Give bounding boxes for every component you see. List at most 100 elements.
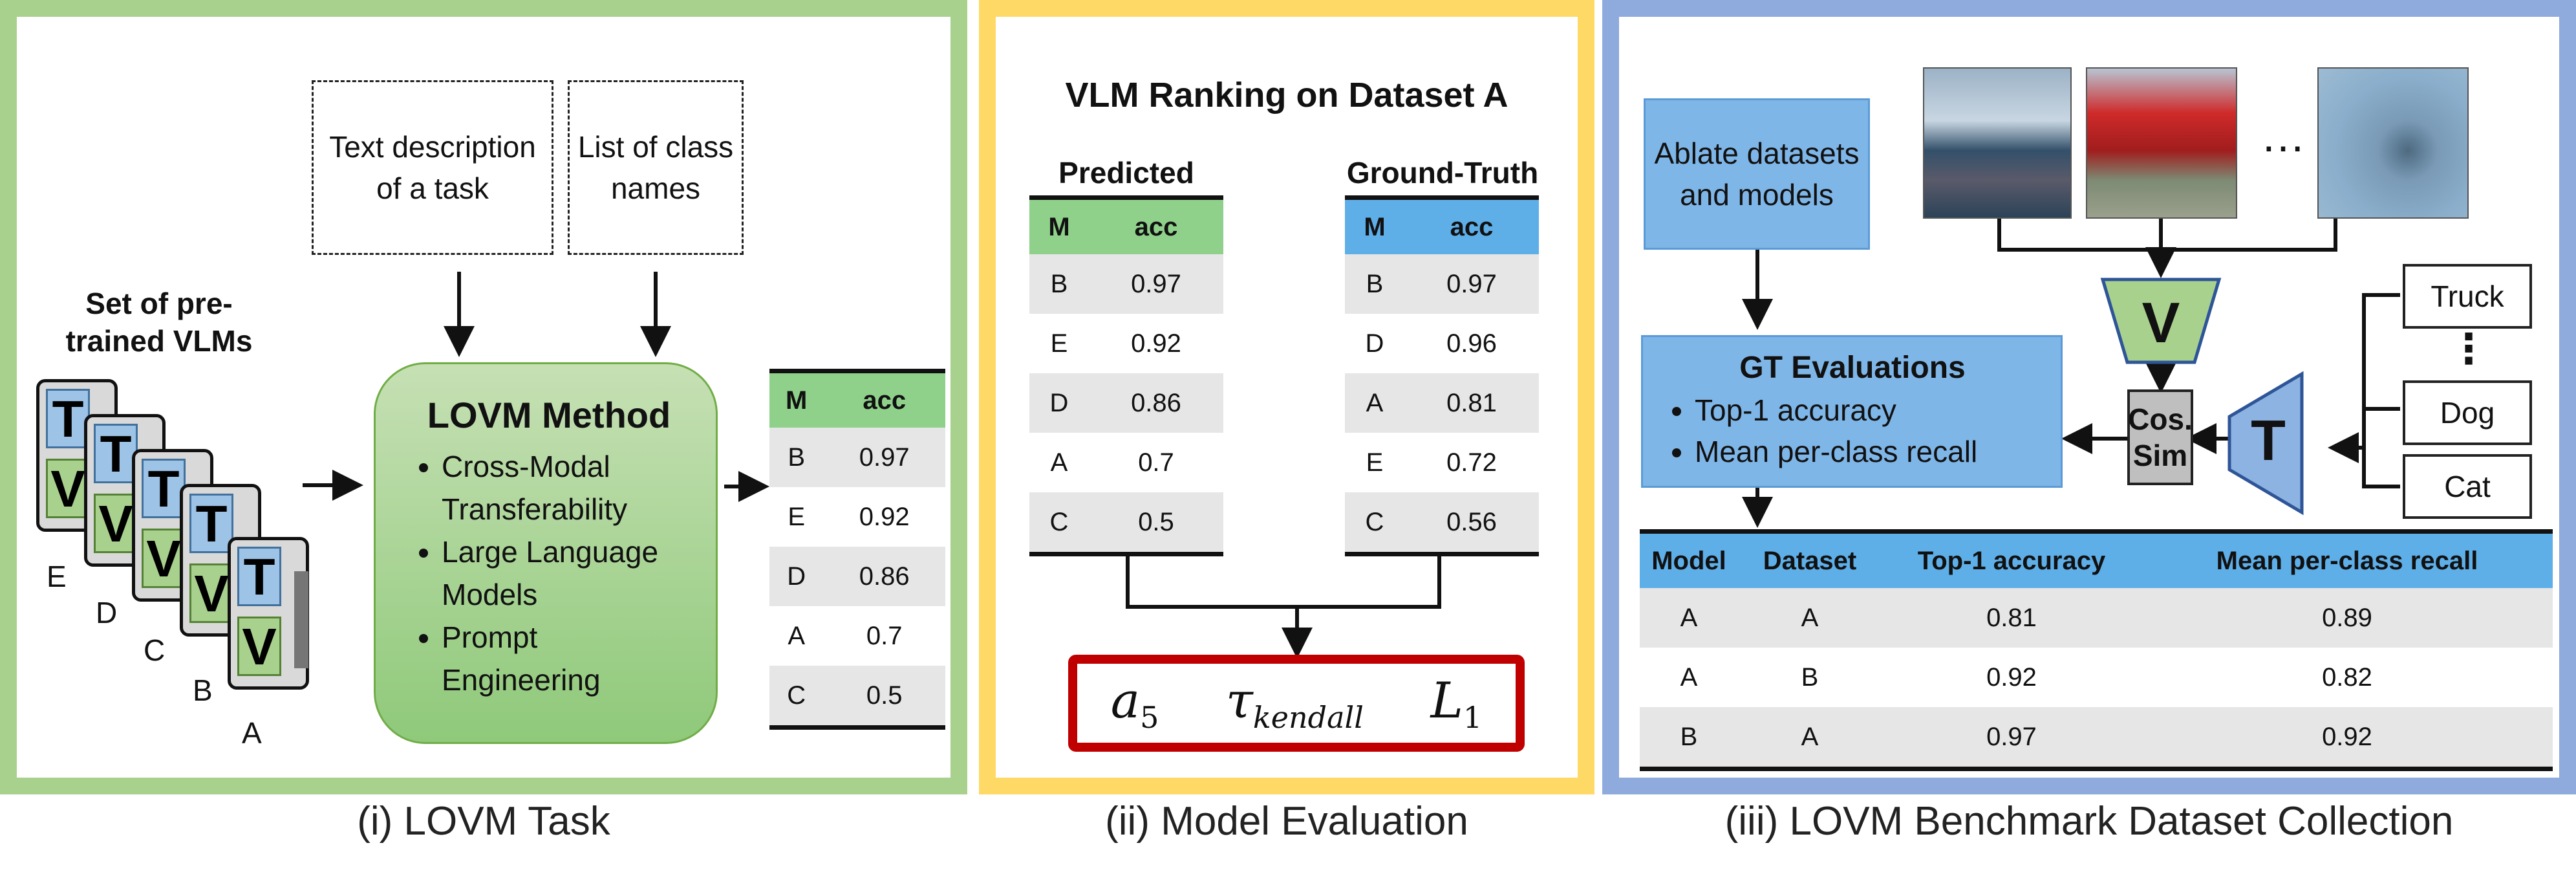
vision-encoder-icon: V [237, 617, 281, 676]
gt-evaluations-title: GT Evaluations [1739, 351, 1966, 385]
text-encoder-icon: T [46, 389, 90, 448]
table-row: A A 0.81 0.89 [1640, 588, 2553, 648]
table-row: A 0.81 [1345, 373, 1539, 433]
method-list: Cross-Modal Transferability Large Langua… [402, 445, 696, 701]
metric-accuracy-at-5: a5 [1110, 671, 1159, 736]
caption-benchmark-collection: (iii) LOVM Benchmark Dataset Collection [1724, 799, 2454, 844]
text-encoder-label: T [2251, 408, 2286, 472]
cell: E [788, 502, 806, 531]
panel-lovm-task [0, 0, 967, 794]
cell: A [1738, 588, 1882, 648]
cell: 0.97 [1882, 707, 2141, 769]
cell: 0.89 [2141, 588, 2553, 648]
ground-truth-table: M acc B 0.97 D 0.96 A 0.81 E 0.72 C 0.56 [1345, 195, 1539, 556]
vlm-label-b: B [193, 673, 213, 707]
cell: 0.7 [1138, 448, 1174, 477]
table-row: A 0.7 [1029, 433, 1223, 492]
cell: A [1345, 373, 1404, 433]
cell: D [1029, 373, 1089, 433]
class-box-truck: Truck [2403, 264, 2532, 329]
table-row: B A 0.97 0.92 [1640, 707, 2553, 769]
cell: 0.92 [859, 502, 910, 531]
cell: A [1680, 662, 1698, 692]
vlm-label-c: C [144, 633, 166, 667]
cell: C [769, 666, 824, 728]
col-header: Top-1 accuracy [1917, 546, 2106, 575]
cell: 0.97 [1089, 254, 1223, 314]
vision-encoder-icon: V [94, 494, 138, 553]
cell: 0.86 [823, 547, 945, 606]
cell: 0.96 [1446, 329, 1497, 358]
class-names-text: List of class names [577, 130, 734, 205]
example-image-bird [2317, 67, 2469, 219]
cell: C [1029, 492, 1089, 554]
ablate-box: Ablate datasets and models [1644, 98, 1870, 250]
cell: D [769, 547, 824, 606]
cell: E [1366, 448, 1384, 477]
vision-encoder-icon: V [189, 563, 233, 623]
benchmark-table: Model Dataset Top-1 accuracy Mean per-cl… [1640, 529, 2553, 771]
table-row: A 0.7 [769, 606, 945, 666]
table-row: B 0.97 [1029, 254, 1223, 314]
text-encoder-icon: T [237, 547, 281, 606]
table-row: C 0.56 [1345, 492, 1539, 554]
embedding-bar [294, 571, 308, 668]
table-row: A B 0.92 0.82 [1640, 648, 2553, 707]
cell: B [769, 428, 824, 487]
task-description-box: Text description of a task [312, 80, 553, 255]
col-header: M [1364, 212, 1386, 241]
vision-encoder-shape [2100, 278, 2222, 364]
cell: 0.81 [1404, 373, 1539, 433]
class-name: Dog [2440, 396, 2495, 430]
ground-truth-title: Ground-Truth [1346, 156, 1539, 190]
col-header: Model [1651, 546, 1726, 575]
metric-l1: L1 [1430, 671, 1483, 736]
cosine-similarity-box: Cos. Sim [2127, 389, 2193, 485]
col-header: M [786, 386, 808, 415]
method-item: Large Language Models [442, 530, 696, 616]
cell: 0.92 [1131, 329, 1181, 358]
ablate-text: Ablate datasets and models [1654, 137, 1860, 212]
cell: 0.81 [1882, 588, 2141, 648]
predicted-ranking-table: M acc B 0.97 E 0.92 D 0.86 A 0.7 C 0.5 [769, 369, 945, 730]
cell: A [788, 621, 806, 650]
table-row: E 0.92 [1029, 314, 1223, 373]
caption-model-evaluation: (ii) Model Evaluation [1105, 799, 1468, 844]
class-names-box: List of class names [568, 80, 744, 255]
panel-benchmark-collection [1602, 0, 2576, 794]
vlm-card-a: T V [228, 537, 309, 690]
gt-evaluations-box: GT Evaluations Top-1 accuracy Mean per-c… [1641, 335, 2063, 488]
example-image-ship [1923, 67, 2072, 219]
class-box-cat: Cat [2403, 454, 2532, 519]
vertical-ellipsis: ⋮ [2448, 325, 2489, 372]
table-row: C 0.5 [1029, 492, 1223, 554]
cos-sim-text: Cos. Sim [2128, 402, 2193, 472]
example-image-truck [2086, 67, 2237, 219]
cell: B [1640, 707, 1738, 769]
vision-encoder-icon: V [46, 459, 90, 518]
table-row: E 0.72 [1345, 433, 1539, 492]
cell: C [1345, 492, 1404, 554]
cell: 0.72 [1446, 448, 1497, 477]
cell: 0.5 [1089, 492, 1223, 554]
cell: 0.86 [1089, 373, 1223, 433]
text-encoder-icon: T [94, 424, 138, 483]
text-encoder-shape [2227, 371, 2304, 516]
gt-evaluation-list: Top-1 accuracy Mean per-class recall [1657, 389, 2048, 472]
col-header: acc [1450, 212, 1494, 241]
method-item: Cross-Modal Transferability [442, 445, 696, 530]
vlms-title: Set of pre-trained VLMs [65, 287, 253, 358]
cell: 0.82 [2322, 662, 2372, 692]
metrics-box: a5 τkendall L1 [1068, 655, 1525, 752]
lovm-method-box: LOVM Method Cross-Modal Transferability … [374, 362, 718, 744]
ellipsis: … [2260, 111, 2306, 161]
cell: 0.5 [823, 666, 945, 728]
table-row: D 0.86 [769, 547, 945, 606]
cell: A [1738, 707, 1882, 769]
table-row: B 0.97 [769, 428, 945, 487]
vision-encoder-label: V [2141, 290, 2180, 355]
class-name: Cat [2444, 470, 2491, 503]
table-row: D 0.86 [1029, 373, 1223, 433]
cell: 0.56 [1404, 492, 1539, 554]
text-encoder-icon: T [142, 459, 186, 518]
